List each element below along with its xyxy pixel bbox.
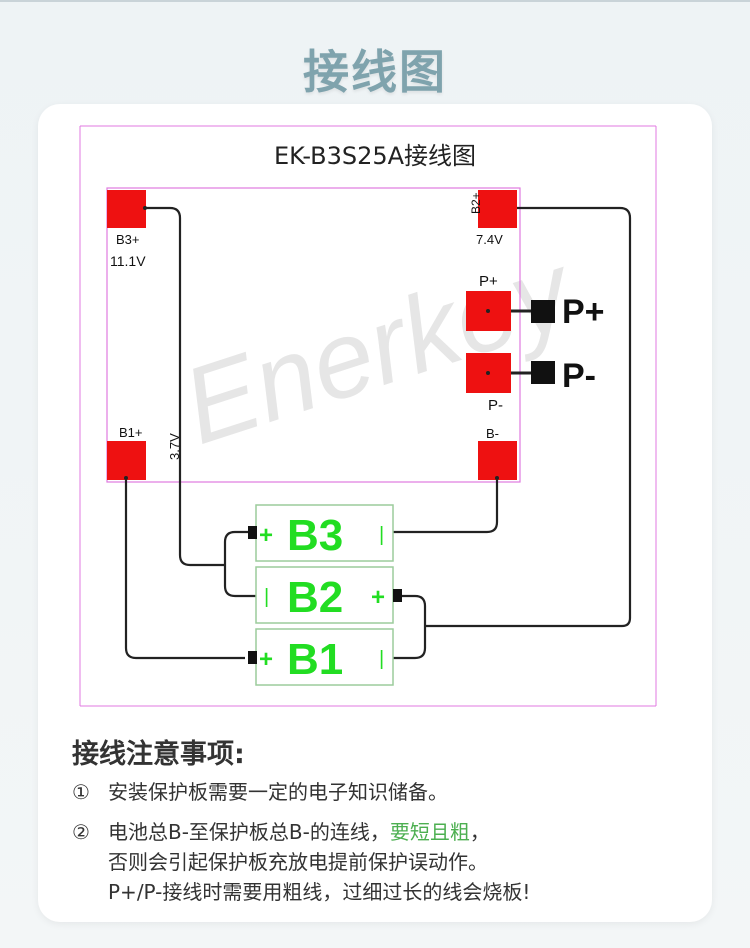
diagram-frame [79, 125, 657, 707]
cell-b2: | B2 + [255, 566, 402, 624]
terminal-pplus [531, 300, 555, 323]
note-item-1: ① 安装保护板需要一定的电子知识储备。 [72, 776, 448, 805]
wire-bminus [393, 478, 499, 534]
label-pminus: P- [488, 397, 503, 414]
output-pminus-label: P- [562, 357, 596, 395]
wire-b2-b1-link [393, 594, 427, 660]
diagram-title: EK-B3S25A接线图 [274, 142, 476, 170]
terminal-pminus [531, 361, 555, 384]
note-2-highlight: 要短且粗 [389, 820, 470, 844]
cell-b2-left-term: | [264, 586, 269, 608]
cell-b1-name: B1 [287, 635, 343, 684]
cell-b3-name: B3 [287, 511, 343, 560]
cell-b3: + B3 | [248, 504, 394, 562]
wire-b2plus [425, 206, 632, 628]
wire-b3-b2-link [223, 530, 256, 598]
voltage-b3plus: 11.1V [110, 253, 146, 269]
wire-b1plus [124, 478, 245, 660]
pad-b1plus [107, 441, 146, 480]
page-title: 接线图 [303, 45, 447, 99]
label-b3plus: B3+ [116, 232, 140, 247]
note-2-number: ② [72, 820, 90, 844]
note-2-line-3: P+/P-接线时需要用粗线，过细过长的线会烧板! [108, 880, 531, 904]
note-item-2: ② 电池总B-至保护板总B-的连线，要短且粗， [72, 816, 490, 845]
notes-title: 接线注意事项: [72, 739, 245, 770]
cell-b2-name: B2 [287, 573, 343, 622]
output-pplus-label: P+ [562, 293, 605, 331]
voltage-b1plus: 3.7V [167, 433, 182, 460]
cell-b3-left-term: + [259, 522, 273, 549]
pad-b2plus [478, 190, 517, 228]
note-1-text: 安装保护板需要一定的电子知识储备。 [108, 780, 448, 804]
cell-b2-right-term: + [371, 584, 385, 611]
note-2-text-b: ， [469, 820, 490, 844]
output-terminals: P+ P- [531, 293, 605, 395]
cell-b1: + B1 | [248, 628, 394, 686]
cell-b1-left-term: + [259, 646, 273, 673]
label-b2plus: B2+ [469, 192, 483, 214]
wire-b3plus [145, 206, 225, 567]
label-bminus: B- [486, 426, 499, 441]
board-outline [106, 187, 521, 483]
pad-b3plus [107, 190, 146, 228]
watermark: Enerkey [169, 228, 589, 467]
wires [124, 206, 632, 660]
label-pplus: P+ [479, 273, 498, 290]
cell-b1-right-term: | [379, 648, 384, 670]
note-1-number: ① [72, 780, 90, 804]
note-2-text-a: 电池总B-至保护板总B-的连线， [108, 820, 390, 844]
top-divider [0, 0, 750, 2]
battery-cells: + B3 | | B2 + + B1 | [248, 504, 402, 686]
voltage-b2plus: 7.4V [476, 232, 503, 247]
note-2-line-2: 否则会引起保护板充放电提前保护误动作。 [108, 850, 488, 874]
cell-b3-right-term: | [379, 524, 384, 546]
pad-bminus [478, 441, 517, 480]
label-b1plus: B1+ [119, 425, 143, 440]
